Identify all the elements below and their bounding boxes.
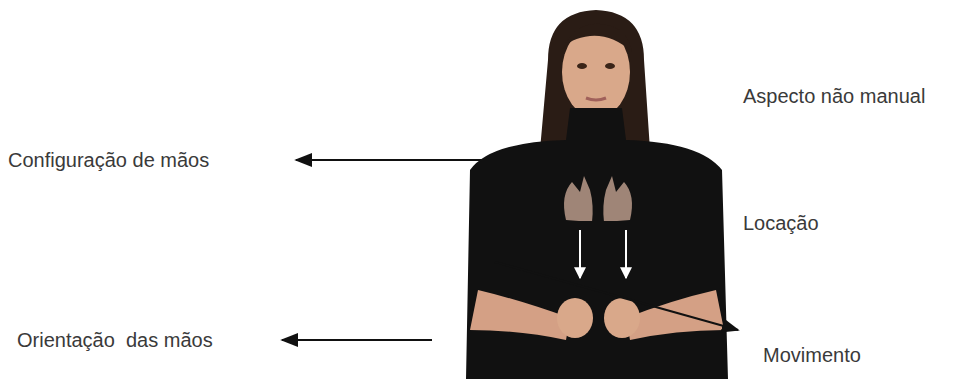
forearm bbox=[626, 290, 724, 340]
motion-arrow bbox=[579, 230, 581, 278]
shirt bbox=[466, 108, 728, 379]
eye bbox=[605, 63, 615, 69]
part-label: Movimento bbox=[763, 343, 861, 367]
fist bbox=[557, 298, 593, 338]
motion-arrow bbox=[625, 230, 627, 278]
leader-arrow bbox=[296, 159, 482, 161]
leader-arrow bbox=[282, 339, 432, 341]
hand-start bbox=[564, 176, 593, 222]
leader-arrow bbox=[495, 262, 738, 330]
fist bbox=[604, 298, 640, 338]
leader-line bbox=[548, 221, 634, 223]
part-label: Orientação das mãos bbox=[17, 328, 213, 352]
eye bbox=[577, 63, 587, 69]
part-label: Aspecto não manual bbox=[743, 84, 925, 108]
part-label: Locação bbox=[743, 211, 819, 235]
part-label: Configuração de mãos bbox=[8, 148, 209, 172]
hand-start bbox=[603, 176, 632, 222]
forearm bbox=[470, 290, 570, 340]
hair-fringe bbox=[562, 24, 632, 52]
mouth bbox=[586, 98, 606, 100]
